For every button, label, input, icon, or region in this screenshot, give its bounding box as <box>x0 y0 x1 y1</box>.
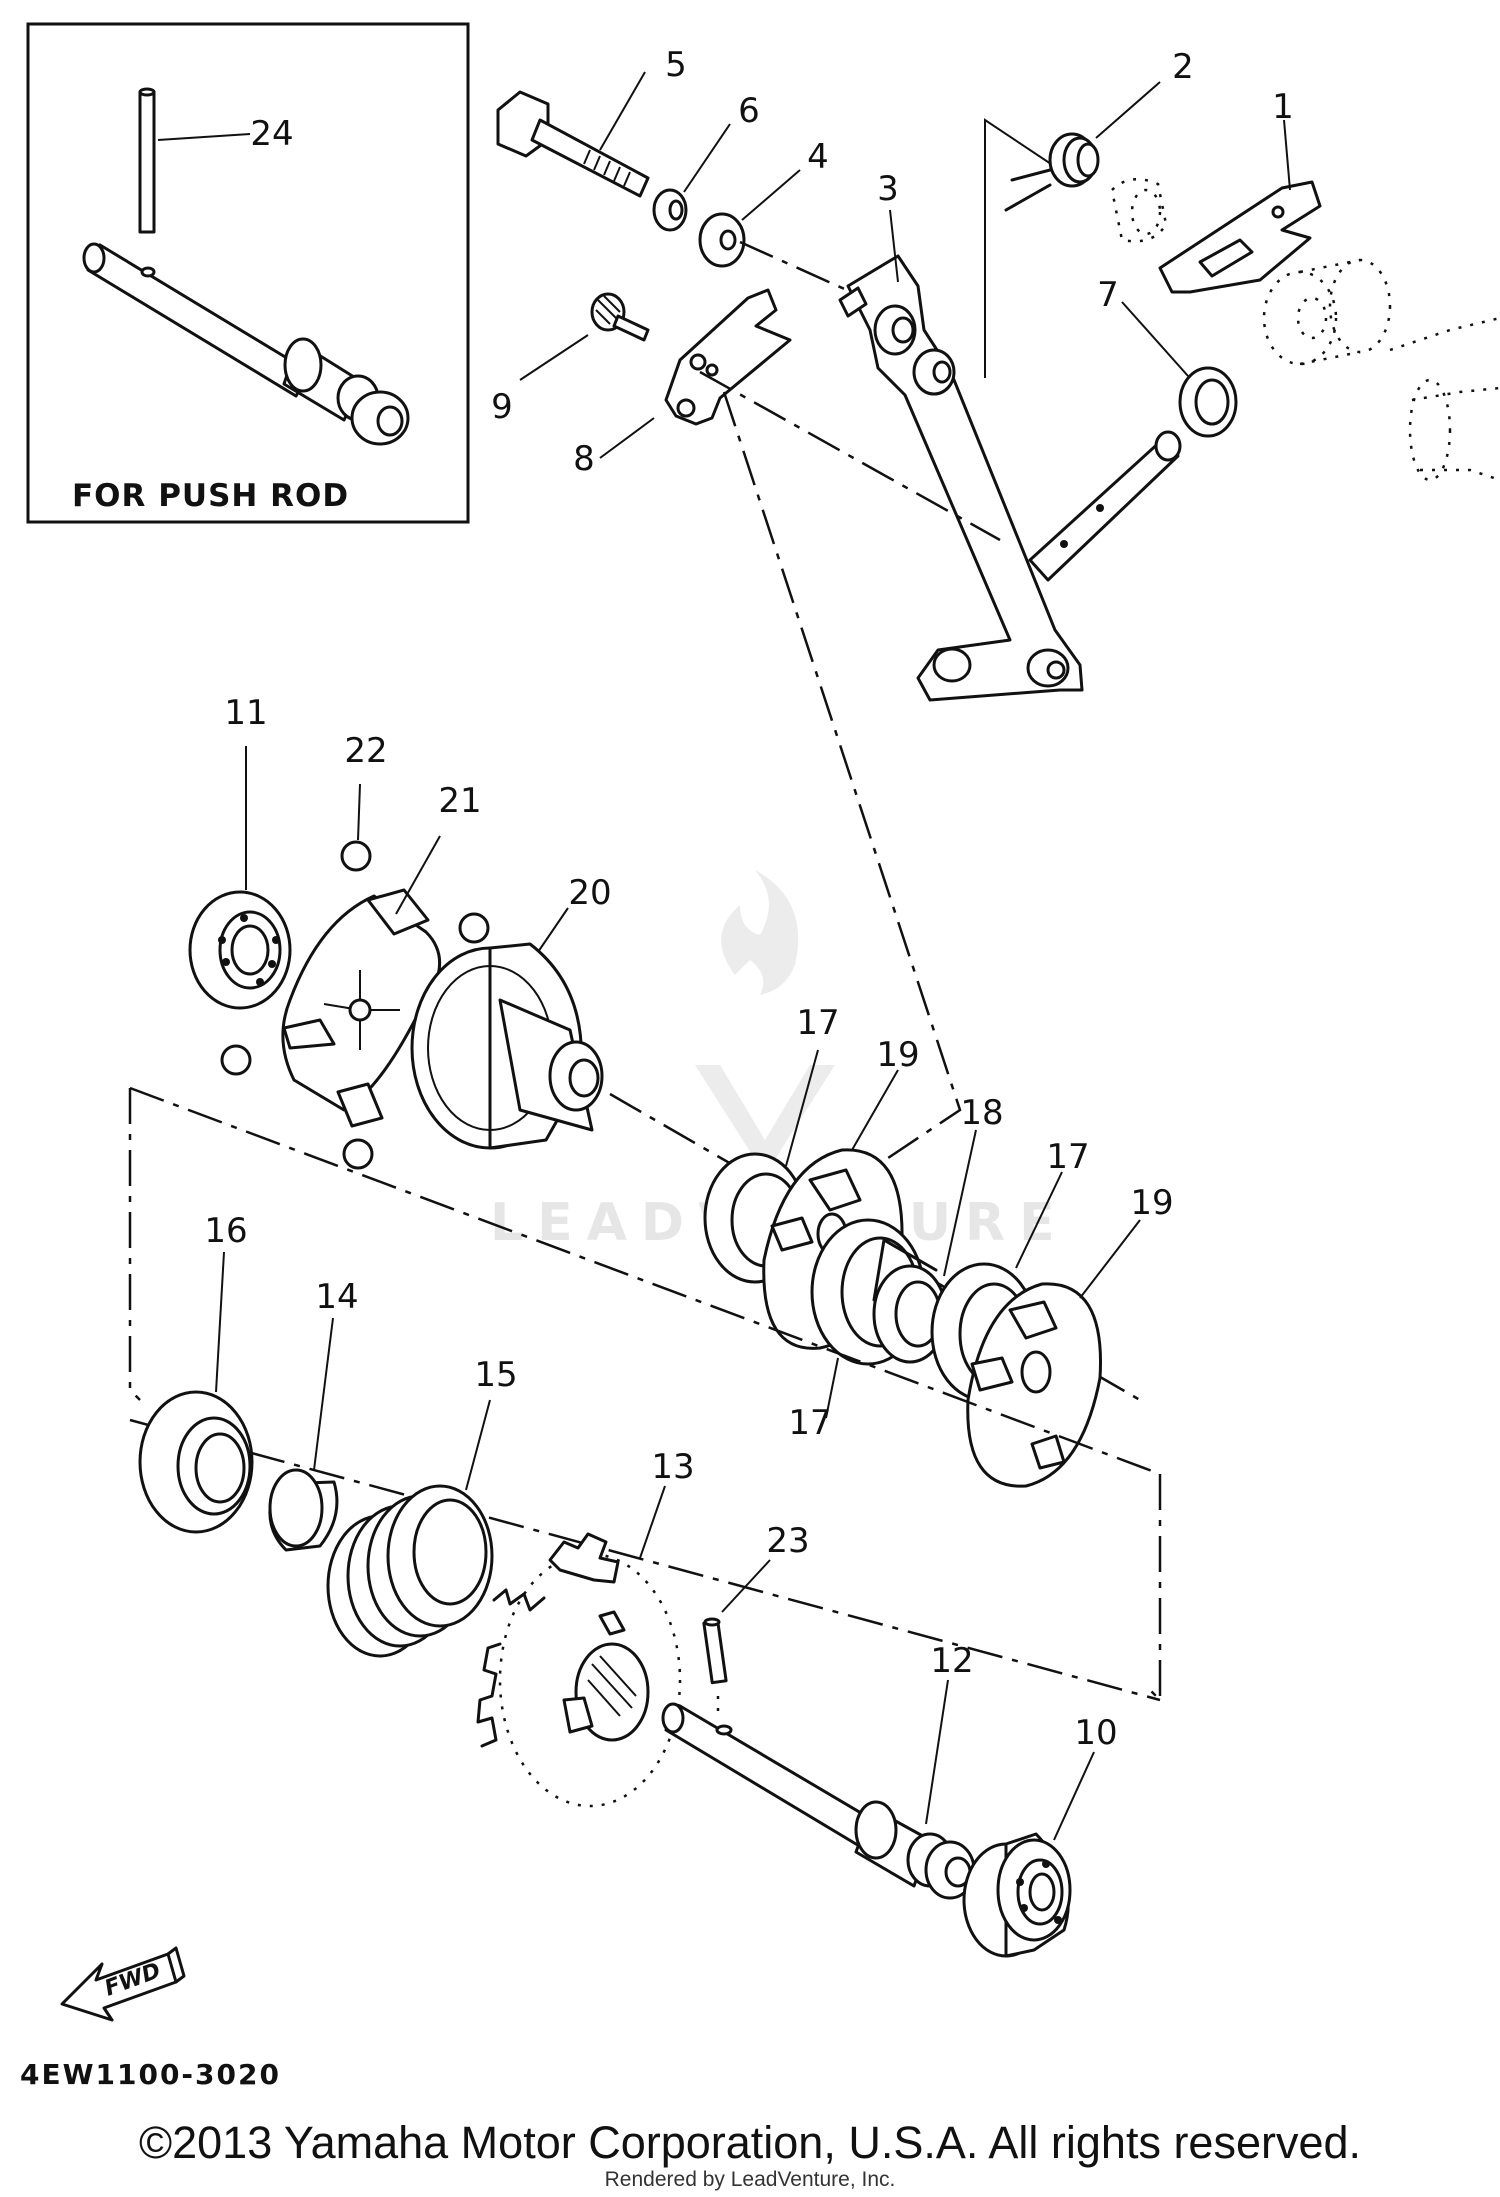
collar-14 <box>268 1468 339 1552</box>
callout-5: 5 <box>665 45 687 85</box>
screw-9 <box>590 292 650 342</box>
plate-1 <box>1158 180 1322 294</box>
callout-22: 22 <box>344 731 387 771</box>
bearing-10 <box>962 1832 1072 1958</box>
callout-19-b: 19 <box>1130 1183 1173 1223</box>
callout-2: 2 <box>1172 47 1194 87</box>
callout-17-a: 17 <box>796 1003 839 1043</box>
callout-11: 11 <box>224 693 267 733</box>
lever-3 <box>838 254 1084 702</box>
callout-18: 18 <box>960 1093 1003 1133</box>
callout-20: 20 <box>568 873 611 913</box>
callout-23: 23 <box>766 1521 809 1561</box>
callout-12: 12 <box>930 1641 973 1681</box>
bearing-11 <box>188 890 292 1010</box>
push-rod-inset: 24 FOR PUSH ROD <box>26 22 470 524</box>
callout-4: 4 <box>807 137 829 177</box>
callout-10: 10 <box>1074 1713 1117 1753</box>
inset-caption: FOR PUSH ROD <box>72 478 349 514</box>
push-rod-shaft <box>82 242 410 446</box>
bracket-8 <box>664 288 792 426</box>
callout-7: 7 <box>1097 275 1119 315</box>
lever-shaft <box>1028 430 1182 582</box>
spring-2 <box>1004 132 1100 212</box>
callout-17-c: 17 <box>788 1403 831 1443</box>
drum-20 <box>410 942 604 1150</box>
shaft-12 <box>661 1702 976 1900</box>
diagram-code: 4EW1100-3020 <box>20 2058 281 2091</box>
piece-19-b <box>966 1282 1103 1488</box>
collar <box>1110 177 1168 243</box>
callout-13: 13 <box>651 1447 694 1487</box>
callout-21: 21 <box>438 781 481 821</box>
gear-13 <box>476 1532 682 1808</box>
callout-19-a: 19 <box>876 1035 919 1075</box>
pin-23 <box>702 1617 728 1685</box>
washer-4 <box>698 212 746 268</box>
callout-14: 14 <box>315 1277 358 1317</box>
oil-seal-16 <box>138 1390 254 1534</box>
callout-6: 6 <box>738 91 760 131</box>
ring-18 <box>872 1238 948 1364</box>
spring-15 <box>326 1484 494 1658</box>
fwd-arrow-icon: FWD <box>60 1946 186 2022</box>
callout-16: 16 <box>204 1211 247 1251</box>
callout-24: 24 <box>250 114 293 154</box>
pin-24 <box>138 87 156 234</box>
bearing-dotted <box>1262 258 1392 366</box>
bolt-5 <box>496 90 650 198</box>
callout-9: 9 <box>491 387 513 427</box>
callout-1: 1 <box>1272 87 1294 127</box>
copyright-notice: ©2013 Yamaha Motor Corporation, U.S.A. A… <box>139 2117 1361 2168</box>
housing-dotted <box>1389 316 1500 482</box>
ball-cage-21 <box>281 888 441 1128</box>
callout-3: 3 <box>877 169 899 209</box>
washer-6 <box>652 188 688 232</box>
callout-17-b: 17 <box>1046 1137 1089 1177</box>
rendered-by: Rendered by LeadVenture, Inc. <box>605 2168 896 2191</box>
callout-15: 15 <box>474 1355 517 1395</box>
oil-seal-7 <box>1178 366 1238 438</box>
balls-22 <box>220 840 490 1170</box>
callout-8: 8 <box>573 439 595 479</box>
